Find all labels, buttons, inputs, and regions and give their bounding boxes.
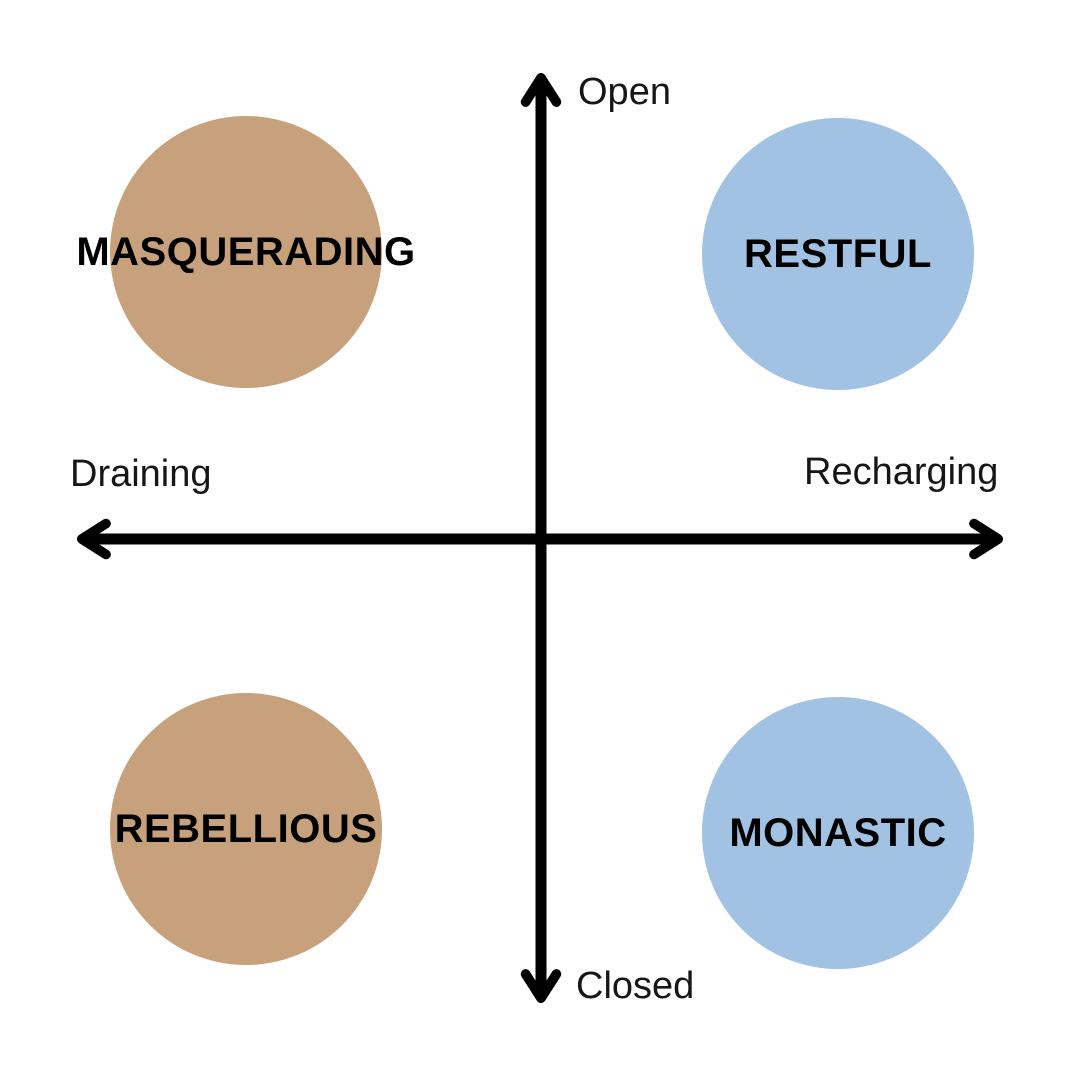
axis-label-draining: Draining — [70, 453, 212, 495]
quadrant-label-bottom-right: MONASTIC — [729, 810, 947, 855]
quadrant-circle-bottom-left: REBELLIOUS — [110, 693, 382, 965]
quadrant-circle-bottom-right: MONASTIC — [702, 697, 974, 969]
axis-label-open: Open — [578, 71, 671, 113]
quadrant-circle-top-right: RESTFUL — [702, 118, 974, 390]
axis-label-closed: Closed — [576, 965, 695, 1007]
axis-label-recharging: Recharging — [804, 451, 999, 493]
quadrant-label-top-right: RESTFUL — [744, 231, 932, 276]
quadrant-circle-top-left: MASQUERADING — [76, 116, 415, 388]
quadrant-label-bottom-left: REBELLIOUS — [114, 806, 378, 851]
quadrant-label-top-left: MASQUERADING — [76, 229, 416, 274]
